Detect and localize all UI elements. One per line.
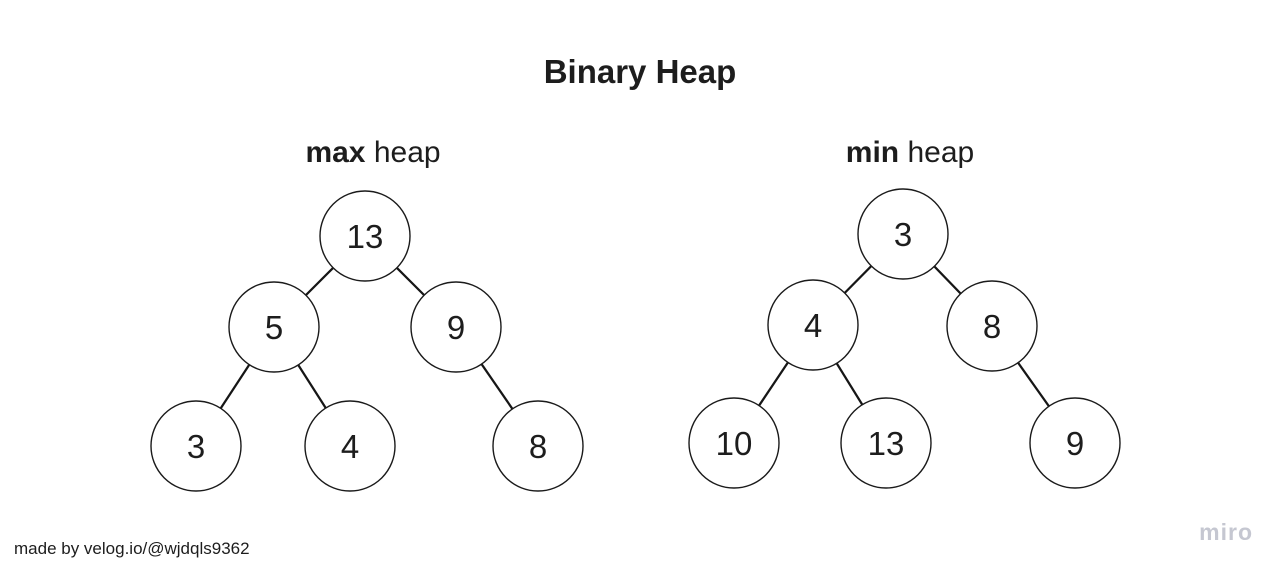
attribution-text: made by velog.io/@wjdqls9362 — [14, 539, 250, 558]
heap-node-value: 8 — [529, 428, 547, 465]
page-title: Binary Heap — [543, 53, 737, 90]
heap-node-circle — [840, 397, 932, 489]
heap-node-value: 3 — [894, 216, 912, 253]
min-heap-label: min heap — [846, 138, 974, 168]
min-heap-label-regular: heap — [899, 136, 975, 169]
heap-node-value: 9 — [447, 309, 465, 346]
heap-node-circle — [857, 188, 949, 280]
min-heap-label-bold: min — [845, 136, 900, 169]
heap-node-value: 8 — [983, 308, 1001, 345]
miro-watermark: miro — [1199, 519, 1253, 545]
heap-node-circle — [946, 280, 1038, 372]
max-heap-label: max heap — [305, 138, 440, 168]
heap-node-value: 9 — [1066, 425, 1084, 462]
max-heap-tree: 13 5 9 3 4 8 — [150, 190, 584, 492]
heap-node-value: 4 — [341, 428, 359, 465]
heap-node-circle — [319, 190, 411, 282]
heap-node-value: 13 — [347, 218, 384, 255]
heap-node-value: 5 — [265, 309, 283, 346]
heap-node-circle — [688, 397, 780, 489]
heap-node-value: 4 — [804, 307, 822, 344]
heap-node-circle — [410, 281, 502, 373]
heap-node-circle — [767, 279, 859, 371]
heap-node-circle — [150, 400, 242, 492]
max-heap-label-regular: heap — [365, 136, 441, 169]
max-heap-label-bold: max — [305, 136, 366, 169]
heap-node-value: 3 — [187, 428, 205, 465]
heap-node-value: 13 — [868, 425, 905, 462]
heap-node-circle — [304, 400, 396, 492]
heap-node-value: 10 — [716, 425, 753, 462]
heap-node-circle — [228, 281, 320, 373]
heap-node-circle — [492, 400, 584, 492]
min-heap-tree: 3 4 8 10 13 9 — [688, 188, 1121, 489]
heap-node-circle — [1029, 397, 1121, 489]
